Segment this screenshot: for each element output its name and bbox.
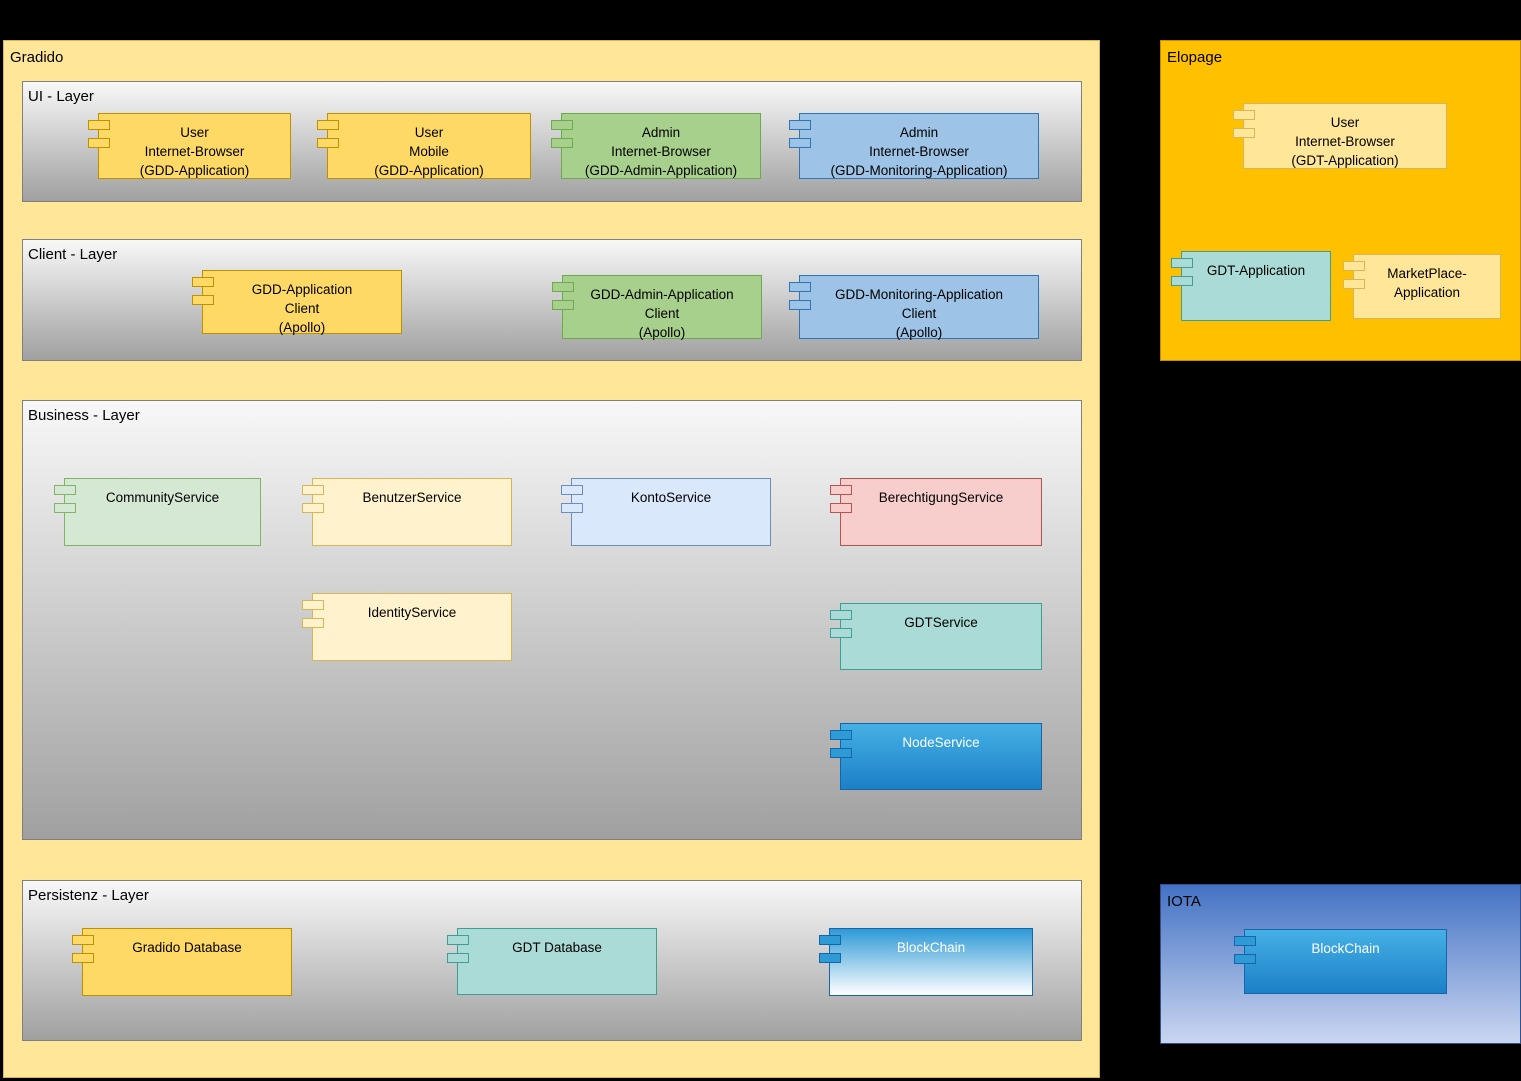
component-label: GDD-Admin-Application Client (Apollo) (590, 287, 734, 340)
component-port-icon (819, 953, 841, 963)
iota-container: IOTA BlockChain (1160, 884, 1521, 1044)
component-admin-internet-browser-gdd-admin: Admin Internet-Browser (GDD-Admin-Applic… (551, 113, 761, 179)
component-label: BerechtigungService (878, 490, 1004, 505)
component-port-icon (192, 295, 214, 305)
component-port-icon (447, 935, 469, 945)
component-identity-service: IdentityService (302, 593, 512, 661)
component-konto-service: KontoService (561, 478, 771, 546)
component-port-icon (561, 503, 583, 513)
component-port-icon (72, 953, 94, 963)
component-port-icon (1171, 276, 1193, 286)
component-label: CommunityService (105, 490, 220, 505)
component-label: User Internet-Browser (GDT-Application) (1291, 115, 1399, 168)
component-port-icon (72, 935, 94, 945)
elopage-container: Elopage User Internet-Browser (GDT-Appli… (1160, 40, 1521, 361)
component-community-service: CommunityService (54, 478, 261, 546)
business-layer: Business - Layer CommunityService Benutz… (22, 400, 1082, 840)
component-label: GDTService (904, 615, 978, 630)
component-label: Admin Internet-Browser (GDD-Admin-Applic… (584, 125, 738, 178)
ui-layer: UI - Layer User Internet-Browser (GDD-Ap… (22, 81, 1082, 202)
component-label: GDD-Application Client (Apollo) (251, 282, 353, 335)
component-port-icon (561, 485, 583, 495)
component-label: GDT-Application (1206, 263, 1306, 278)
persistenz-layer: Persistenz - Layer Gradido Database GDT … (22, 880, 1082, 1041)
component-label: BlockChain (896, 940, 966, 955)
component-port-icon (302, 485, 324, 495)
component-user-mobile-gdd: User Mobile (GDD-Application) (317, 113, 531, 179)
component-port-icon (1343, 279, 1365, 289)
component-port-icon (830, 730, 852, 740)
component-port-icon (830, 503, 852, 513)
client-layer: Client - Layer GDD-Application Client (A… (22, 239, 1082, 361)
component-label: IdentityService (367, 605, 457, 620)
component-admin-internet-browser-gdd-monitoring: Admin Internet-Browser (GDD-Monitoring-A… (789, 113, 1039, 179)
component-label: GDT Database (512, 940, 602, 955)
component-gdt-application: GDT-Application (1171, 251, 1331, 321)
component-port-icon (552, 282, 574, 292)
component-blockchain-iota: BlockChain (1234, 929, 1447, 994)
component-label: Gradido Database (132, 940, 242, 955)
component-port-icon (54, 485, 76, 495)
component-port-icon (819, 935, 841, 945)
component-port-icon (789, 138, 811, 148)
component-user-internet-browser-gdd: User Internet-Browser (GDD-Application) (88, 113, 291, 179)
iota-title: IOTA (1167, 893, 1201, 910)
component-label: User Internet-Browser (GDD-Application) (139, 125, 250, 178)
component-gdt-database: GDT Database (447, 928, 657, 995)
component-port-icon (789, 300, 811, 310)
component-port-icon (830, 628, 852, 638)
component-label: KontoService (630, 490, 712, 505)
component-port-icon (1171, 258, 1193, 268)
component-port-icon (54, 503, 76, 513)
component-gdd-monitoring-application-client: GDD-Monitoring-Application Client (Apoll… (789, 275, 1039, 340)
component-benutzer-service: BenutzerService (302, 478, 512, 546)
component-berechtigung-service: BerechtigungService (830, 478, 1042, 546)
component-port-icon (317, 120, 339, 130)
component-label: GDD-Monitoring-Application Client (Apoll… (834, 287, 1004, 340)
component-port-icon (1343, 261, 1365, 271)
component-label: BenutzerService (362, 490, 462, 505)
component-label: MarketPlace- Application (1387, 266, 1467, 300)
component-port-icon (302, 618, 324, 628)
component-port-icon (830, 485, 852, 495)
component-port-icon (789, 282, 811, 292)
component-label: Admin Internet-Browser (GDD-Monitoring-A… (830, 125, 1008, 178)
component-label: NodeService (902, 735, 980, 750)
component-port-icon (551, 138, 573, 148)
component-node-service: NodeService (830, 723, 1042, 790)
component-gdd-application-client: GDD-Application Client (Apollo) (192, 270, 402, 335)
component-gradido-database: Gradido Database (72, 928, 292, 996)
component-gdt-service: GDTService (830, 603, 1042, 670)
business-layer-title: Business - Layer (28, 407, 140, 424)
component-port-icon (192, 277, 214, 287)
client-layer-title: Client - Layer (28, 246, 118, 263)
component-gdd-admin-application-client: GDD-Admin-Application Client (Apollo) (552, 275, 762, 340)
persistenz-layer-title: Persistenz - Layer (28, 887, 149, 904)
component-port-icon (552, 300, 574, 310)
component-port-icon (551, 120, 573, 130)
component-port-icon (88, 120, 110, 130)
component-port-icon (302, 600, 324, 610)
component-port-icon (447, 953, 469, 963)
component-port-icon (317, 138, 339, 148)
component-port-icon (789, 120, 811, 130)
component-port-icon (302, 503, 324, 513)
component-port-icon (830, 748, 852, 758)
component-port-icon (1233, 110, 1255, 120)
gradido-title: Gradido (10, 49, 64, 66)
component-marketplace-application: MarketPlace- Application (1343, 254, 1501, 319)
component-label: User Mobile (GDD-Application) (374, 125, 484, 178)
component-port-icon (1234, 936, 1256, 946)
component-port-icon (1233, 128, 1255, 138)
component-label: BlockChain (1311, 941, 1380, 956)
component-port-icon (830, 610, 852, 620)
component-user-internet-browser-gdt: User Internet-Browser (GDT-Application) (1233, 103, 1447, 169)
ui-layer-title: UI - Layer (28, 88, 94, 105)
elopage-title: Elopage (1167, 49, 1223, 66)
component-blockchain-persistenz: BlockChain (819, 928, 1033, 996)
gradido-container: Gradido UI - Layer User Internet-Browser… (3, 40, 1100, 1078)
component-port-icon (1234, 954, 1256, 964)
component-port-icon (88, 138, 110, 148)
